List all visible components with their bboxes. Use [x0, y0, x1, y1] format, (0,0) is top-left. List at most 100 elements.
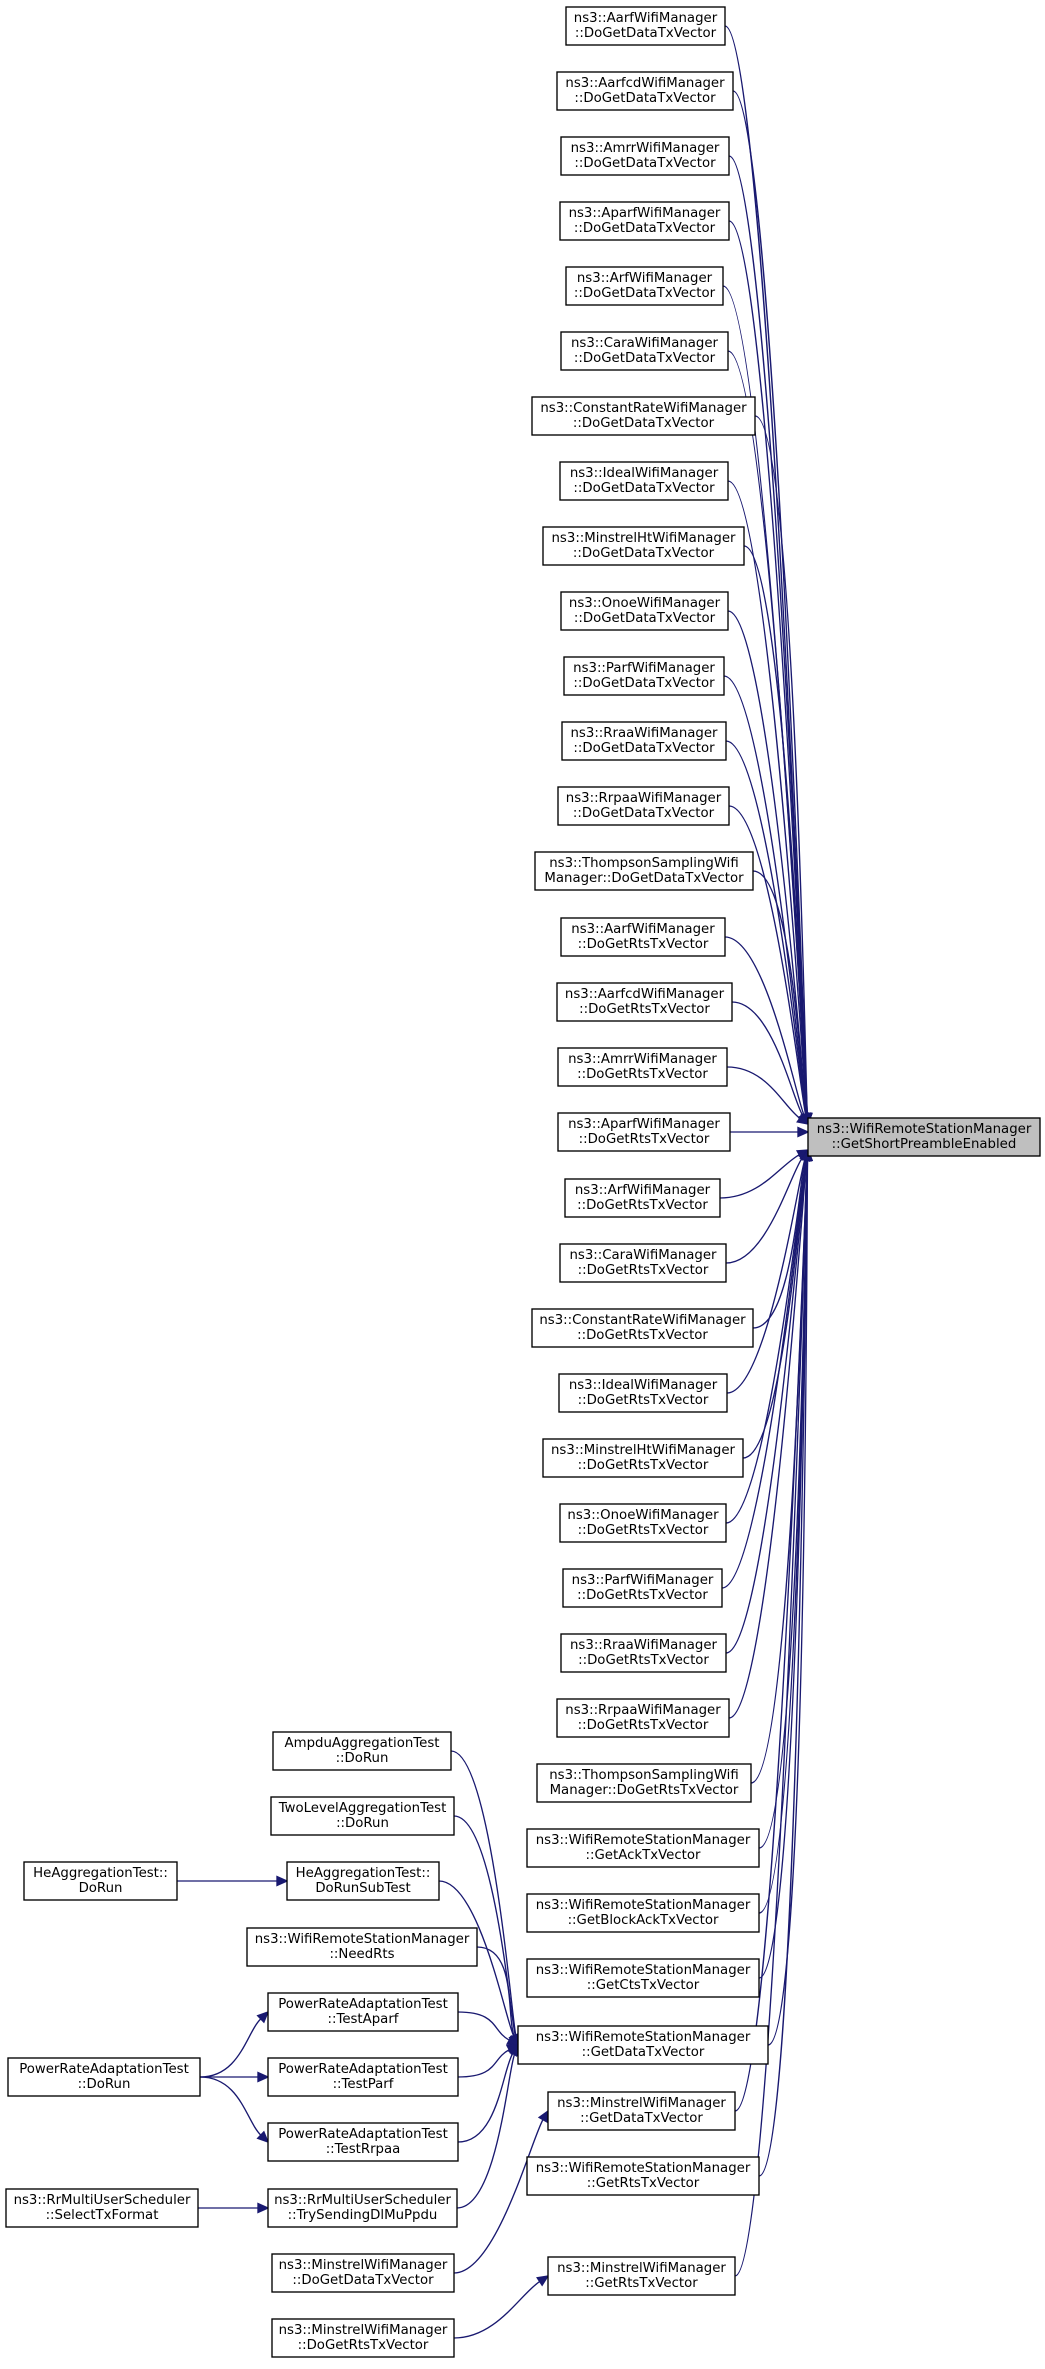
node-arf-data[interactable]: ns3::ArfWifiManager::DoGetDataTxVector [565, 266, 724, 306]
node-onoe-data[interactable]: ns3::OnoeWifiManager::DoGetDataTxVector [560, 591, 729, 631]
node-label-line: ::DoGetDataTxVector [574, 351, 716, 366]
edge-arrowhead [505, 2034, 520, 2046]
edge-line [457, 2049, 510, 2078]
node-rr-try[interactable]: ns3::RrMultiUserScheduler::TrySendingDlM… [267, 2188, 458, 2228]
node-label-line: ns3::MinstrelWifiManager [279, 2323, 448, 2338]
node-label-line: ns3::RraaWifiManager [571, 726, 719, 741]
node-cara-data[interactable]: ns3::CaraWifiManager::DoGetDataTxVector [560, 331, 729, 371]
node-parf-rts[interactable]: ns3::ParfWifiManager::DoGetRtsTxVector [562, 1568, 723, 1608]
node-label-line: ns3::OnoeWifiManager [567, 1508, 719, 1523]
node-box [531, 396, 756, 436]
node-label-line: ::DoGetDataTxVector [574, 91, 716, 106]
node-min-dodata[interactable]: ns3::MinstrelWifiManager::DoGetDataTxVec… [271, 2253, 455, 2293]
node-label-line: ::DoGetDataTxVector [574, 611, 716, 626]
node-ideal-rts[interactable]: ns3::IdealWifiManager::DoGetRtsTxVector [558, 1373, 728, 1413]
node-cara-rts[interactable]: ns3::CaraWifiManager::DoGetRtsTxVector [559, 1243, 727, 1283]
edge-line [726, 1066, 801, 1119]
node-thomp-data[interactable]: ns3::ThompsonSamplingWifiManager::DoGetD… [534, 851, 754, 891]
node-get-cts[interactable]: ns3::WifiRemoteStationManager::GetCtsTxV… [526, 1958, 760, 1998]
node-const-data[interactable]: ns3::ConstantRateWifiManager::DoGetDataT… [531, 396, 756, 436]
node-label-line: ::GetRtsTxVector [587, 2176, 700, 2191]
node-amrr-rts[interactable]: ns3::AmrrWifiManager::DoGetRtsTxVector [557, 1047, 728, 1087]
node-label-line: ns3::IdealWifiManager [569, 1378, 718, 1393]
node-he-run[interactable]: HeAggregationTest::DoRun [23, 1861, 178, 1901]
node-onoe-rts[interactable]: ns3::OnoeWifiManager::DoGetRtsTxVector [559, 1503, 727, 1543]
node-box [565, 6, 726, 46]
node-aparf-rts[interactable]: ns3::AparfWifiManager::DoGetRtsTxVector [557, 1112, 731, 1152]
edge-arrowhead [537, 2109, 549, 2124]
edge-line [752, 1159, 806, 1329]
node-twolevel[interactable]: TwoLevelAggregationTest::DoRun [270, 1796, 455, 1836]
node-min-getdata[interactable]: ns3::MinstrelWifiManager::GetDataTxVecto… [547, 2091, 736, 2131]
node-rrpaa-data[interactable]: ns3::RrpaaWifiManager::DoGetDataTxVector [557, 786, 730, 826]
node-aparf-data[interactable]: ns3::AparfWifiManager::DoGetDataTxVector [559, 201, 730, 241]
node-aarfcd-data[interactable]: ns3::AarfcdWifiManager::DoGetDataTxVecto… [556, 71, 734, 111]
node-he-sub[interactable]: HeAggregationTest::DoRunSubTest [286, 1861, 440, 1901]
call-edge-pra_run-to-pra_aparf [199, 2010, 270, 2078]
node-mht-data[interactable]: ns3::MinstrelHtWifiManager::DoGetDataTxV… [542, 526, 745, 566]
node-label-line: HeAggregationTest:: [33, 1866, 168, 1881]
edge-line [727, 480, 808, 1115]
node-parf-data[interactable]: ns3::ParfWifiManager::DoGetDataTxVector [563, 656, 725, 696]
node-label-line: ns3::WifiRemoteStationManager [536, 2161, 751, 2176]
node-label-line: ns3::OnoeWifiManager [569, 596, 721, 611]
node-rraa-data[interactable]: ns3::RraaWifiManager::DoGetDataTxVector [561, 721, 727, 761]
call-edge-aparf_rts-to-target [729, 1126, 810, 1138]
node-rr-select[interactable]: ns3::RrMultiUserScheduler::SelectTxForma… [5, 2188, 199, 2228]
node-label-line: ::DoGetRtsTxVector [579, 1132, 710, 1147]
node-const-rts[interactable]: ns3::ConstantRateWifiManager::DoGetRtsTx… [531, 1308, 754, 1348]
call-edge-pra_aparf-to-get_data [457, 2011, 520, 2046]
node-aarf-rts[interactable]: ns3::AarfWifiManager::DoGetRtsTxVector [560, 917, 726, 957]
node-get-ack[interactable]: ns3::WifiRemoteStationManager::GetAckTxV… [526, 1828, 760, 1868]
node-label-line: ::DoGetRtsTxVector [577, 1198, 708, 1213]
edge-arrowhead [257, 2202, 270, 2214]
node-get-data[interactable]: ns3::WifiRemoteStationManager::GetDataTx… [517, 2025, 769, 2065]
node-label-line: ::GetBlockAckTxVector [568, 1913, 719, 1928]
call-nodes: ns3::AarfWifiManager::DoGetDataTxVectorn… [5, 6, 1041, 2358]
target-node[interactable]: ns3::WifiRemoteStationManager::GetShortP… [807, 1117, 1041, 1157]
node-label-line: ns3::ThompsonSamplingWifi [549, 856, 739, 871]
node-box [560, 331, 729, 371]
node-box [526, 1828, 760, 1868]
call-edge-min_dorts-to-min_getrts [453, 2275, 550, 2339]
node-label-line: ns3::CaraWifiManager [571, 336, 719, 351]
call-edge-pra_run-to-pra_rrpaa [199, 2076, 270, 2144]
node-pra-aparf[interactable]: PowerRateAdaptationTest::TestAparf [267, 1992, 459, 2032]
node-label-line: ::DoGetRtsTxVector [578, 1458, 709, 1473]
edge-line [199, 2076, 262, 2136]
node-pra-rrpaa[interactable]: PowerRateAdaptationTest::TestRrpaa [267, 2122, 459, 2162]
edge-line [728, 805, 807, 1115]
node-arf-rts[interactable]: ns3::ArfWifiManager::DoGetRtsTxVector [564, 1178, 721, 1218]
node-thomp-rts[interactable]: ns3::ThompsonSamplingWifiManager::DoGetR… [536, 1763, 752, 1803]
node-rraa-rts[interactable]: ns3::RraaWifiManager::DoGetRtsTxVector [560, 1633, 727, 1673]
node-min-getrts[interactable]: ns3::MinstrelWifiManager::GetRtsTxVector [547, 2256, 736, 2296]
node-mht-rts[interactable]: ns3::MinstrelHtWifiManager::DoGetRtsTxVe… [542, 1438, 744, 1478]
node-box [542, 1438, 744, 1478]
edge-line [727, 610, 808, 1115]
node-aarf-data[interactable]: ns3::AarfWifiManager::DoGetDataTxVector [565, 6, 726, 46]
node-box [557, 786, 730, 826]
node-label-line: ns3::WifiRemoteStationManager [536, 1898, 751, 1913]
node-label-line: ns3::AmrrWifiManager [571, 141, 720, 156]
node-needrts[interactable]: ns3::WifiRemoteStationManager::NeedRts [246, 1927, 478, 1967]
node-ideal-data[interactable]: ns3::IdealWifiManager::DoGetDataTxVector [559, 461, 729, 501]
node-min-dorts[interactable]: ns3::MinstrelWifiManager::DoGetRtsTxVect… [271, 2318, 455, 2358]
node-get-back[interactable]: ns3::WifiRemoteStationManager::GetBlockA… [526, 1893, 760, 1933]
node-amrr-data[interactable]: ns3::AmrrWifiManager::DoGetDataTxVector [560, 136, 730, 176]
node-ampdu[interactable]: AmpduAggregationTest::DoRun [272, 1731, 452, 1771]
node-aarfcd-rts[interactable]: ns3::AarfcdWifiManager::DoGetRtsTxVector [556, 982, 733, 1022]
node-get-rts[interactable]: ns3::WifiRemoteStationManager::GetRtsTxV… [526, 2156, 760, 2196]
node-pra-parf[interactable]: PowerRateAdaptationTest::TestParf [267, 2057, 459, 2097]
node-pra-run[interactable]: PowerRateAdaptationTest::DoRun [7, 2057, 201, 2097]
edge-line [752, 870, 807, 1115]
node-box [559, 461, 729, 501]
node-label-line: ::DoGetDataTxVector [573, 416, 715, 431]
node-label-line: ns3::AarfWifiManager [571, 922, 715, 937]
node-label-line: AmpduAggregationTest [285, 1736, 440, 1751]
node-box [559, 1503, 727, 1543]
node-rrpaa-rts[interactable]: ns3::RrpaaWifiManager::DoGetRtsTxVector [556, 1698, 730, 1738]
node-label-line: ::DoGetRtsTxVector [577, 1588, 708, 1603]
edge-line [728, 155, 808, 1115]
node-label-line: ns3::AarfWifiManager [574, 11, 718, 26]
node-label-line: TwoLevelAggregationTest [278, 1801, 447, 1816]
